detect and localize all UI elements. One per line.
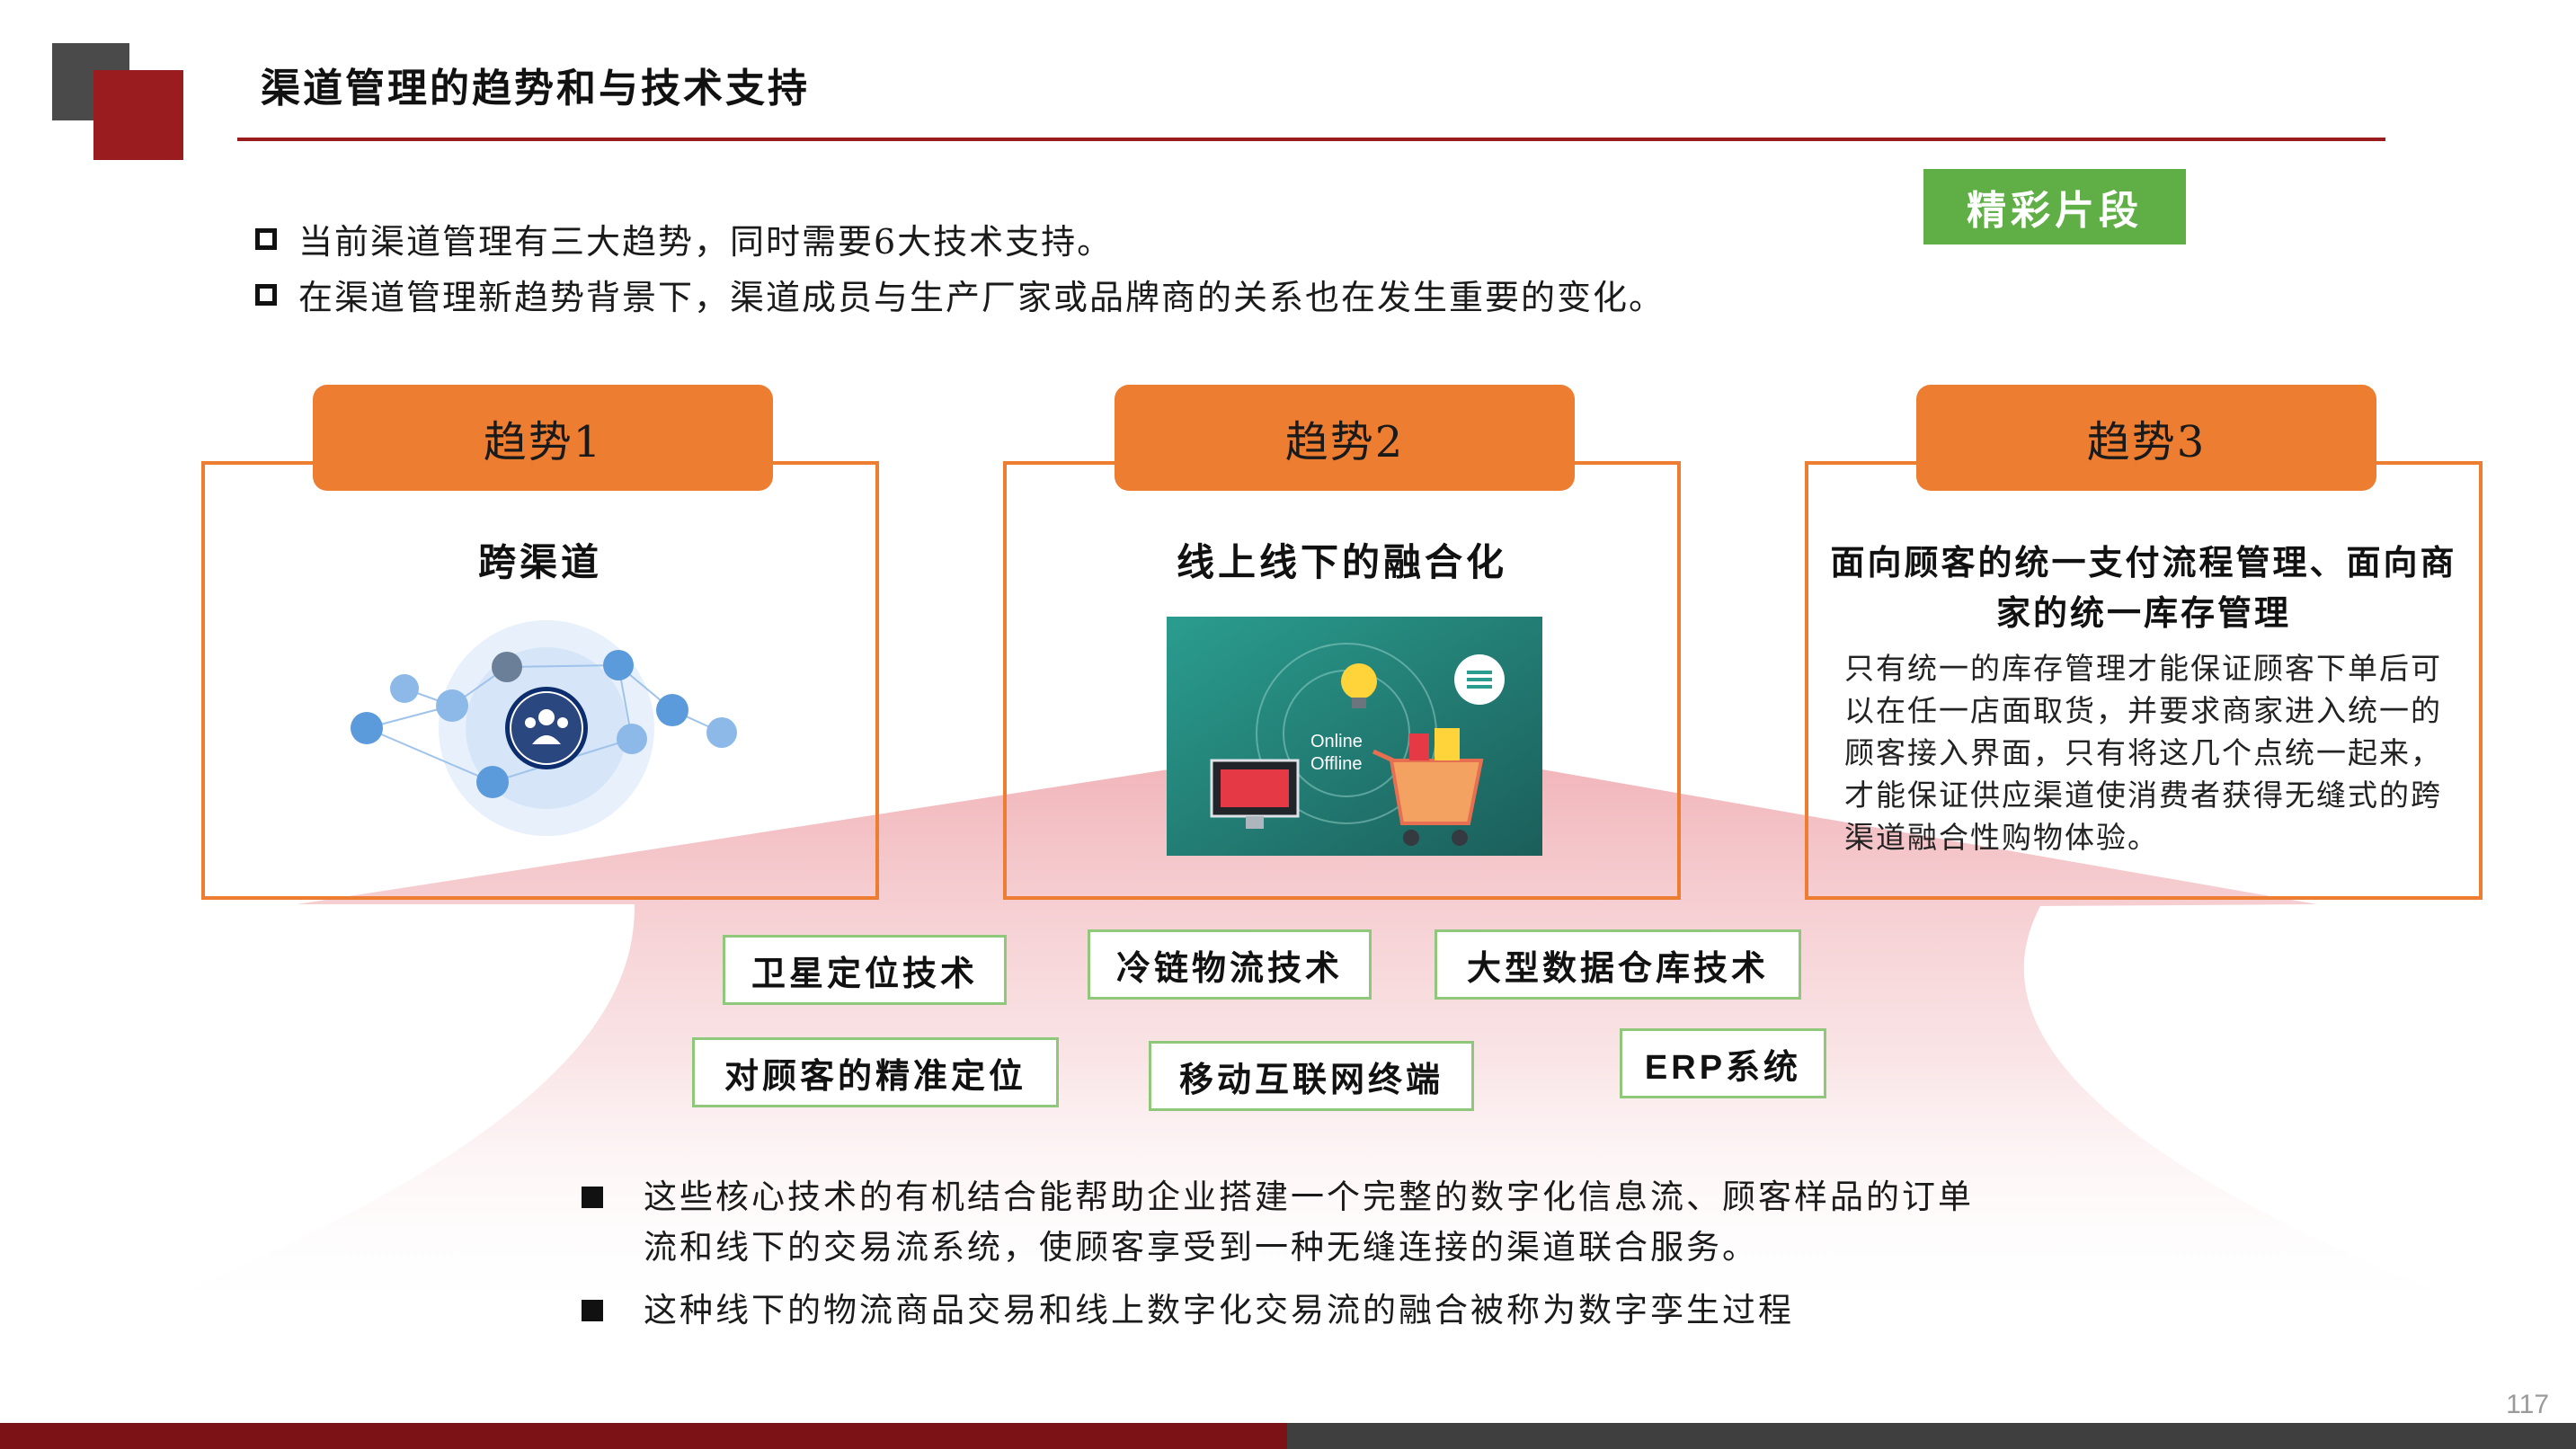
online-offline-illustration: Online Offline <box>1167 617 1542 856</box>
trend-tab-2: 趋势2 <box>1115 385 1575 491</box>
title-divider <box>237 138 2385 141</box>
cross-channel-network-illustration <box>351 620 737 836</box>
footer-bar-gray <box>1287 1423 2576 1449</box>
offline-label: Offline <box>1310 754 1362 774</box>
logo-red-square <box>93 70 183 160</box>
page-title: 渠道管理的趋势和与技术支持 <box>261 66 810 111</box>
people-group-icon <box>505 687 588 769</box>
online-label: Online <box>1310 732 1363 751</box>
highlight-badge: 精彩片段 <box>1923 169 2186 244</box>
solid-square-bullet-icon <box>582 1300 603 1321</box>
summary-bullet-text: 这种线下的物流商品交易和线上数字化交易流的融合被称为数字孪生过程 <box>644 1291 1794 1329</box>
network-node-icon <box>351 650 737 798</box>
intro-bullet-text: 在渠道管理新趋势背景下，渠道成员与生产厂家或品牌商的关系也在发生重要的变化。 <box>298 278 1666 317</box>
chat-bubble-icon <box>1454 654 1505 705</box>
trend-heading-3: 面向顾客的统一支付流程管理、面向商家的统一库存管理 <box>1830 542 2457 633</box>
hollow-square-bullet-icon <box>255 227 277 250</box>
tech-tag: 对顾客的精准定位 <box>692 1037 1059 1107</box>
hollow-square-bullet-icon <box>255 283 277 306</box>
tech-tag: 冷链物流技术 <box>1088 929 1372 1000</box>
trend-tab-3: 趋势3 <box>1916 385 2376 491</box>
page-number: 117 <box>2506 1390 2549 1419</box>
trend-heading-2: 线上线下的融合化 <box>1176 540 1507 584</box>
summary-bullet: 这种线下的物流商品交易和线上数字化交易流的融合被称为数字孪生过程 <box>582 1285 2112 1336</box>
light-bulb-icon <box>1341 663 1377 708</box>
footer-bar-red <box>0 1423 1287 1449</box>
summary-bullet: 这些核心技术的有机结合能帮助企业搭建一个完整的数字化信息流、顾客样品的订单流和线… <box>582 1172 2112 1273</box>
trend-heading-1: 跨渠道 <box>477 540 602 584</box>
monitor-icon <box>1210 759 1300 829</box>
intro-bullet: 在渠道管理新趋势背景下，渠道成员与生产厂家或品牌商的关系也在发生重要的变化。 <box>255 270 1665 319</box>
solid-square-bullet-icon <box>582 1187 603 1208</box>
summary-bullet-text: 这些核心技术的有机结合能帮助企业搭建一个完整的数字化信息流、顾客样品的订单流和线… <box>644 1178 1974 1267</box>
tech-tag: 卫星定位技术 <box>723 935 1007 1005</box>
tech-tag: 大型数据仓库技术 <box>1435 929 1801 1000</box>
trend-description-3: 只有统一的库存管理才能保证顾客下单后可以在任一店面取货，并要求商家进入统一的顾客… <box>1844 651 2442 855</box>
shopping-cart-icon <box>1372 728 1484 846</box>
tech-tag: 移动互联网终端 <box>1149 1041 1474 1111</box>
trend-tab-1: 趋势1 <box>313 385 773 491</box>
tech-tag: ERP系统 <box>1620 1028 1826 1098</box>
intro-bullet: 当前渠道管理有三大趋势，同时需要6大技术支持。 <box>255 214 1113 263</box>
intro-bullet-text: 当前渠道管理有三大趋势，同时需要6大技术支持。 <box>298 222 1114 262</box>
